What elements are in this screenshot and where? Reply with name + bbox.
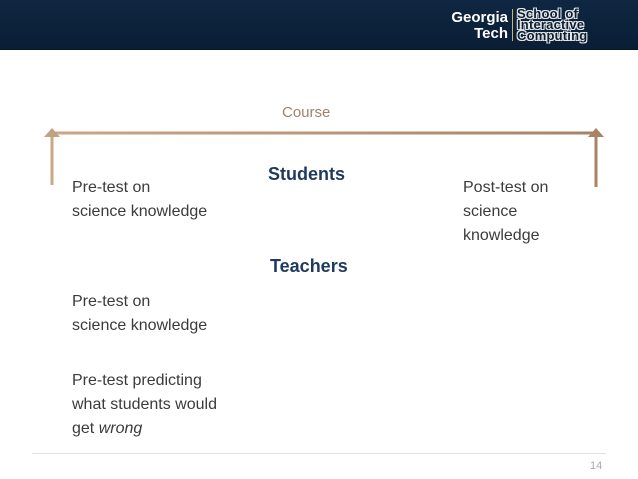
teachers-predict-line3-plain: get <box>72 420 99 437</box>
teachers-prediction-text: Pre-test predicting what students would … <box>72 369 217 441</box>
georgia-tech-logo: Georgia Tech <box>440 10 508 42</box>
logo-gt-line1: Georgia <box>451 9 508 26</box>
footer-divider <box>32 453 606 454</box>
logo-school-line2: Interactive <box>517 17 585 32</box>
logo-school-line1: School of <box>517 6 579 21</box>
logo-gt-line2: Tech <box>474 25 508 42</box>
students-pretest-line1: Pre-test on <box>72 179 151 196</box>
students-pretest-line2: science knowledge <box>72 203 208 220</box>
teachers-predict-line3-emphasis: wrong <box>98 420 143 437</box>
students-posttest-text: Post-test on science knowledge <box>463 176 548 248</box>
logo-divider <box>512 9 513 41</box>
teachers-pretest-line2: science knowledge <box>72 317 208 334</box>
teachers-heading: Teachers <box>270 256 348 276</box>
school-of-interactive-computing-logo: School of Interactive Computing <box>517 6 588 43</box>
course-bracket-right-arrowhead <box>588 128 604 137</box>
slide-header-bar: Georgia Tech School of Interactive Compu… <box>0 0 638 50</box>
teachers-predict-line1: Pre-test predicting <box>72 372 202 389</box>
students-posttest-line2: science <box>463 203 518 220</box>
students-posttest-line1: Post-test on <box>463 179 549 196</box>
teachers-predict-line2: what students would <box>72 396 217 413</box>
logo-school-line3: Computing <box>517 28 588 43</box>
teachers-predict-line3: get wrong <box>72 417 217 441</box>
course-label: Course <box>282 104 331 121</box>
students-posttest-line3: knowledge <box>463 227 540 244</box>
students-heading: Students <box>268 164 346 184</box>
teachers-pretest-text: Pre-test on science knowledge <box>72 290 207 338</box>
course-bracket-line <box>50 131 598 187</box>
teachers-pretest-line1: Pre-test on <box>72 293 151 310</box>
course-bracket-left-arrowhead <box>44 128 60 137</box>
students-pretest-text: Pre-test on science knowledge <box>72 176 207 224</box>
slide-page-number: 14 <box>590 460 603 472</box>
